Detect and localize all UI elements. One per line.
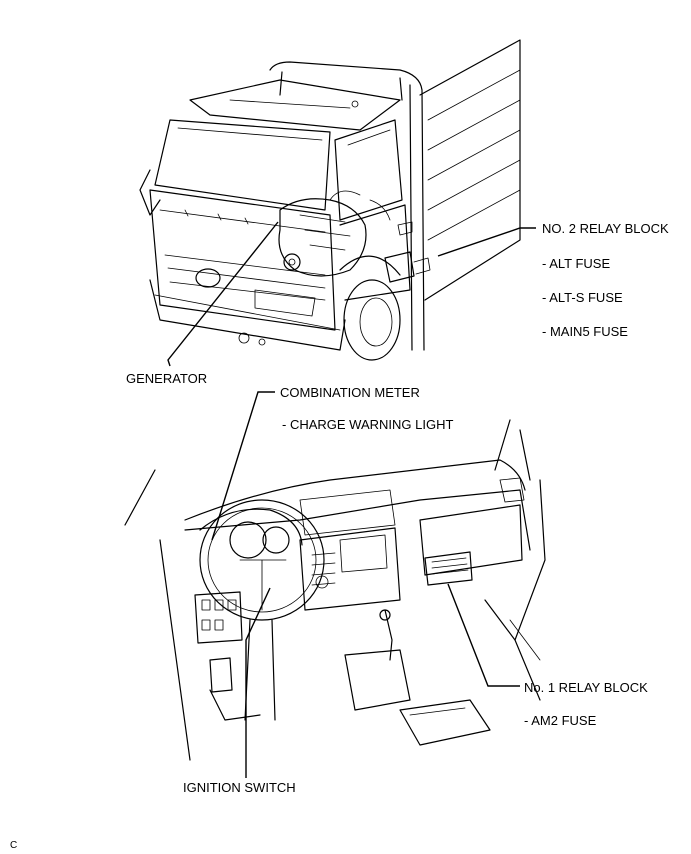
no1-relay-block-label: No. 1 RELAY BLOCK [524,680,648,695]
alt-s-fuse-label: - ALT-S FUSE [542,290,623,305]
truck-illustration [139,39,521,361]
dashboard-illustration [124,419,546,761]
generator-label: GENERATOR [126,371,208,386]
charge-warning-light-label: - CHARGE WARNING LIGHT [282,417,454,432]
alt-fuse-label: - ALT FUSE [542,256,611,271]
main5-fuse-label: - MAIN5 FUSE [542,324,628,339]
corner-code-label: C [10,840,18,851]
combination-meter-label: COMBINATION METER [280,385,420,400]
leader-lines [167,221,536,778]
no2-relay-block-label: NO. 2 RELAY BLOCK [542,221,669,236]
am2-fuse-label: - AM2 FUSE [524,713,597,728]
ignition-switch-label: IGNITION SWITCH [183,780,296,795]
